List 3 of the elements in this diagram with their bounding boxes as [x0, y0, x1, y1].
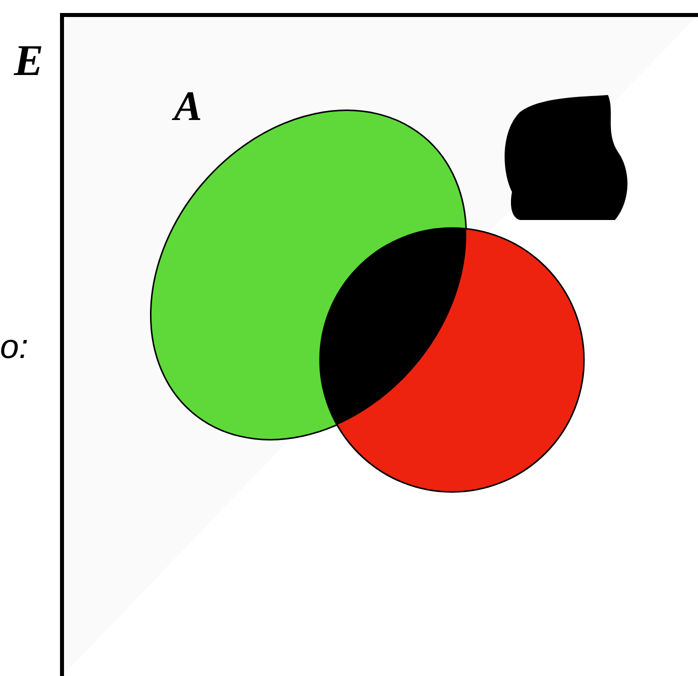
set-label: A: [174, 86, 202, 128]
label-text: o:: [0, 330, 28, 364]
set-label: E: [14, 39, 44, 83]
